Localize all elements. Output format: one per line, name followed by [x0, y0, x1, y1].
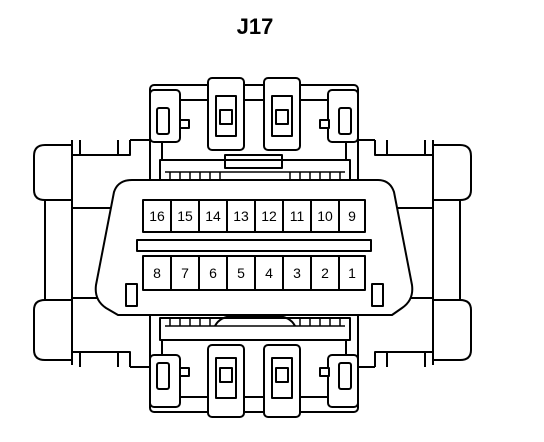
- pin-label-3: 3: [293, 265, 301, 281]
- pin-label-11: 11: [290, 208, 305, 224]
- pin-label-9: 9: [348, 208, 356, 224]
- pin-8-cell: [142, 255, 172, 291]
- right-side-housing: [358, 139, 472, 368]
- pin-16-cell: [142, 199, 172, 233]
- pin-5-cell: [226, 255, 256, 291]
- pin-label-13: 13: [233, 208, 249, 224]
- pin-6-cell: [198, 255, 228, 291]
- pin-1-cell: [338, 255, 366, 291]
- bottom-rail: [159, 315, 351, 341]
- pin-label-7: 7: [181, 265, 189, 281]
- pin-label-4: 4: [265, 265, 273, 281]
- pin-label-10: 10: [317, 208, 333, 224]
- pin-11-cell: [282, 199, 312, 233]
- pin-label-12: 12: [261, 208, 277, 224]
- pin-14-cell: [198, 199, 228, 233]
- bottom-latches: [149, 344, 359, 418]
- pin-label-5: 5: [237, 265, 245, 281]
- pin-label-6: 6: [209, 265, 217, 281]
- pin-label-1: 1: [348, 265, 356, 281]
- pin-9-cell: [338, 199, 366, 233]
- top-latches: [149, 77, 359, 151]
- pin-label-16: 16: [149, 208, 165, 224]
- top-rail: [159, 154, 351, 181]
- connector-label: J17: [236, 14, 274, 39]
- pin-label-2: 2: [321, 265, 329, 281]
- pin-label-8: 8: [153, 265, 161, 281]
- pin-10-cell: [310, 199, 340, 233]
- pin-7-cell: [170, 255, 200, 291]
- pin-13-cell: [226, 199, 256, 233]
- pin-label-14: 14: [205, 208, 221, 224]
- pin-label-15: 15: [177, 208, 193, 224]
- pin-row-bottom: 8 7 6 5 4 3 2 1: [142, 255, 366, 291]
- left-side-housing: [33, 139, 150, 368]
- pin-row-top: 16 15 14 13 12 11 10 9: [142, 199, 366, 233]
